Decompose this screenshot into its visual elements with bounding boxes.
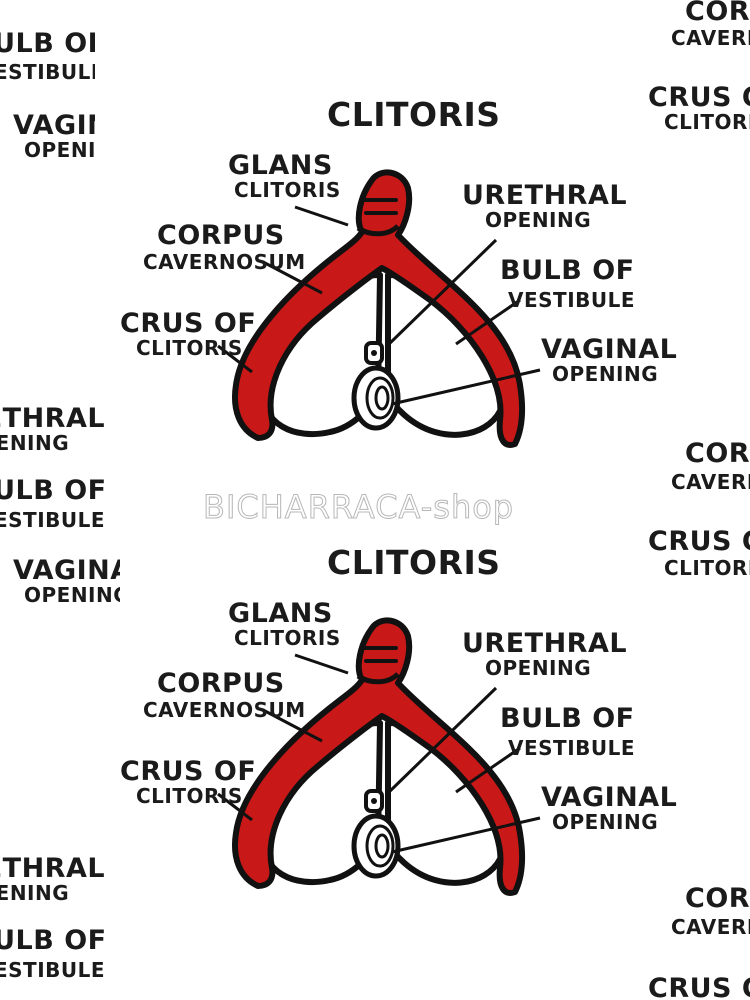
label-crus-sub: CLITORIS — [136, 336, 243, 360]
label-urethral-sub: OPENING — [485, 208, 592, 232]
left-edge-fragment-bottom: URETHRAL OPENING BULB OF VESTIBULE — [0, 845, 120, 1000]
label-crus-sub-repeat: CLITORIS — [136, 784, 243, 808]
fragment-bulb-3: BULB OF — [0, 925, 107, 956]
fragment-urethral-sub-3: OPENING — [0, 881, 70, 905]
fragment-urethral: URETHRAL — [0, 403, 106, 434]
fragment-corpus-sub-3: CAVERNOSUM — [671, 915, 750, 939]
label-urethral: URETHRAL — [462, 180, 628, 211]
label-glans: GLANS — [228, 150, 333, 181]
fragment-corpus-sub: CAVERNOSUM — [671, 26, 750, 50]
label-bulb-sub-repeat: VESTIBULE — [508, 736, 636, 760]
fragment-crus-3: CRUS OF — [648, 973, 750, 1000]
label-urethral-repeat: URETHRAL — [462, 628, 628, 659]
label-bulb-repeat: BULB OF — [500, 703, 635, 734]
fragment-crus-2: CRUS OF — [648, 526, 750, 557]
fragment-bulb-sub: VESTIBULE — [0, 60, 95, 84]
fragment-crus: CRUS OF — [648, 82, 750, 113]
fragment-bulb-sub-3: VESTIBULE — [0, 958, 106, 982]
label-corpus-repeat: CORPUS — [157, 668, 285, 699]
label-urethral-sub-repeat: OPENING — [485, 656, 592, 680]
label-bulb: BULB OF — [500, 255, 635, 286]
fragment-vaginal-sub-2: OPENING — [24, 583, 120, 607]
label-crus: CRUS OF — [120, 308, 257, 339]
fragment-corpus-sub-2: CAVERNOSUM — [671, 470, 750, 494]
fragment-corpus: CORPUS — [685, 0, 750, 27]
left-edge-fragment-top: BULB OF VESTIBULE VAGINAL OPENING — [0, 0, 95, 170]
fragment-corpus-3: CORPUS — [685, 885, 750, 914]
fragment-vaginal-2: VAGINAL — [13, 555, 120, 586]
label-glans-sub: CLITORIS — [234, 178, 341, 202]
label-vaginal-sub: OPENING — [552, 362, 659, 386]
label-glans-repeat: GLANS — [228, 598, 333, 629]
fragment-corpus-2: CORPUS — [685, 440, 750, 469]
fragment-urethral-3: URETHRAL — [0, 853, 106, 884]
watermark-text: BICHARRACA-shop — [202, 488, 515, 527]
right-edge-fragment-middle: CORPUS CAVERNOSUM CRUS OF CLITORIS — [640, 440, 750, 590]
label-crus-repeat: CRUS OF — [120, 756, 257, 787]
fragment-bulb-2: BULB OF — [0, 475, 107, 506]
fragment-urethral-sub: OPENING — [0, 431, 70, 455]
label-corpus-sub-repeat: CAVERNOSUM — [143, 698, 306, 722]
fragment-vaginal: VAGINAL — [13, 110, 95, 141]
diagram-title: CLITORIS — [327, 95, 501, 134]
label-vaginal-repeat: VAGINAL — [541, 782, 678, 813]
fragment-crus-sub-2: CLITORIS — [664, 556, 750, 580]
right-edge-fragment-top: CORPUS CAVERNOSUM CRUS OF CLITORIS — [640, 0, 750, 140]
fragment-bulb-sub-2: VESTIBULE — [0, 508, 106, 532]
label-corpus-sub: CAVERNOSUM — [143, 250, 306, 274]
label-vaginal-sub-repeat: OPENING — [552, 810, 659, 834]
fragment-crus-sub: CLITORIS — [664, 110, 750, 134]
diagram-title-repeat: CLITORIS — [327, 543, 501, 582]
label-corpus: CORPUS — [157, 220, 285, 251]
label-vaginal: VAGINAL — [541, 334, 678, 365]
right-edge-fragment-bottom: CORPUS CAVERNOSUM CRUS OF — [640, 885, 750, 1000]
left-edge-fragment-middle: URETHRAL OPENING BULB OF VESTIBULE VAGIN… — [0, 395, 120, 620]
label-glans-sub-repeat: CLITORIS — [234, 626, 341, 650]
fragment-bulb: BULB OF — [0, 28, 95, 59]
label-bulb-sub: VESTIBULE — [508, 288, 636, 312]
fragment-vaginal-sub: OPENING — [24, 138, 95, 162]
